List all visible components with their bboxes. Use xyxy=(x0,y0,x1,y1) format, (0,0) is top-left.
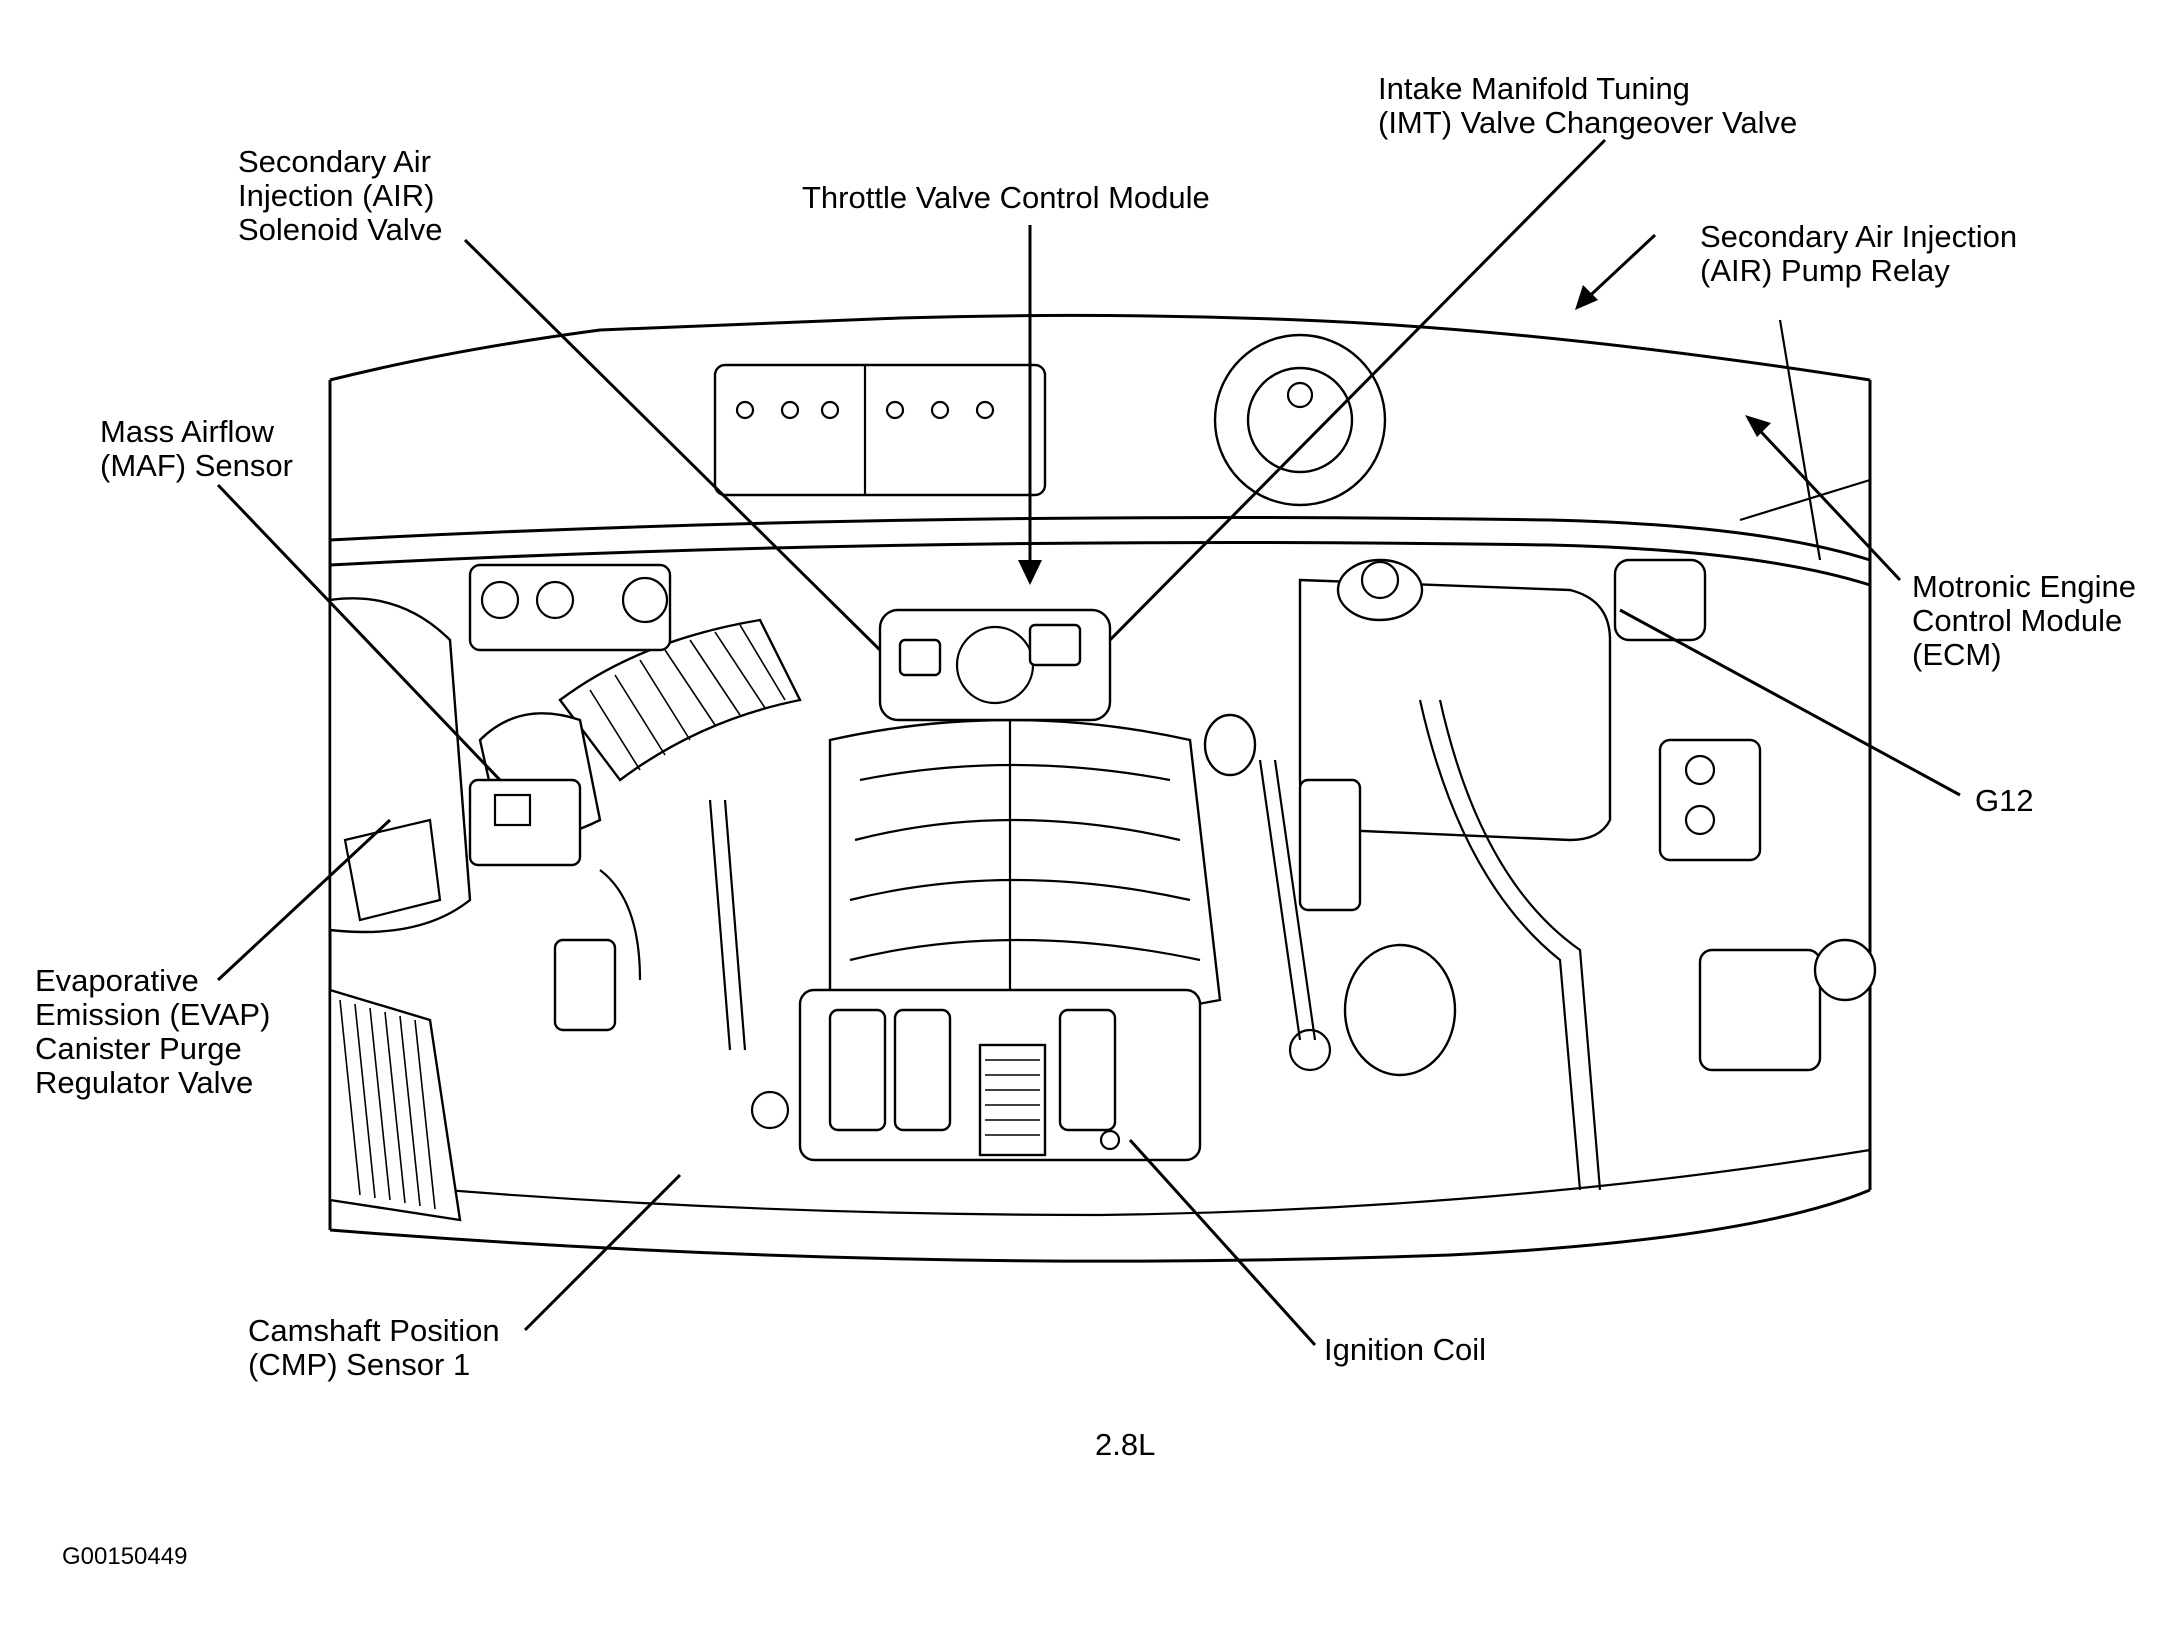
leader-air-solenoid xyxy=(463,238,882,652)
label-air-solenoid: Secondary Air Injection (AIR) Solenoid V… xyxy=(238,144,443,247)
leader-imt xyxy=(1108,138,1607,642)
throttle-body xyxy=(878,608,1112,722)
label-air-pump-relay: Secondary Air Injection (AIR) Pump Relay xyxy=(1700,219,2018,288)
label-evap: Evaporative Emission (EVAP) Canister Pur… xyxy=(35,963,271,1100)
leader-maf xyxy=(216,483,502,782)
air-cleaner xyxy=(328,597,472,934)
brake-booster xyxy=(1213,333,1387,507)
intake-manifold xyxy=(828,718,1222,1022)
fuse-box xyxy=(713,363,1047,497)
figure-id: G00150449 xyxy=(62,1543,188,1570)
misc-components xyxy=(468,563,1877,1130)
leader-air-pump-relay xyxy=(1578,233,1657,307)
fuel-rails xyxy=(708,699,1602,1191)
engine-label: 2.8L xyxy=(1095,1427,1156,1462)
engine-bay-outline xyxy=(328,313,1872,1263)
label-g12: G12 xyxy=(1975,783,2034,818)
label-ecm: Motronic Engine Control Module (ECM) xyxy=(1912,569,2137,672)
lower-hose xyxy=(328,988,462,1222)
arrow-air-pump-relay xyxy=(1575,285,1598,310)
leader-g12 xyxy=(1619,608,1961,797)
arrow-throttle xyxy=(1018,560,1042,585)
leader-cmp xyxy=(523,1173,682,1332)
label-throttle: Throttle Valve Control Module xyxy=(802,180,1210,215)
leader-ignition xyxy=(1128,1138,1317,1347)
ignition-coil-pack xyxy=(798,988,1202,1162)
label-ignition: Ignition Coil xyxy=(1324,1332,1486,1367)
leader-ecm xyxy=(1748,418,1902,582)
ecm-housing xyxy=(1613,319,1871,862)
label-imt: Intake Manifold Tuning (IMT) Valve Chang… xyxy=(1378,71,1798,140)
maf-sensor xyxy=(468,778,582,867)
leader-evap xyxy=(216,818,392,982)
label-cmp: Camshaft Position (CMP) Sensor 1 xyxy=(248,1313,500,1382)
callout-lines xyxy=(216,138,1961,1347)
arrowheads xyxy=(1018,285,1771,585)
label-maf: Mass Airflow (MAF) Sensor xyxy=(100,414,293,483)
arrow-ecm xyxy=(1745,415,1771,437)
